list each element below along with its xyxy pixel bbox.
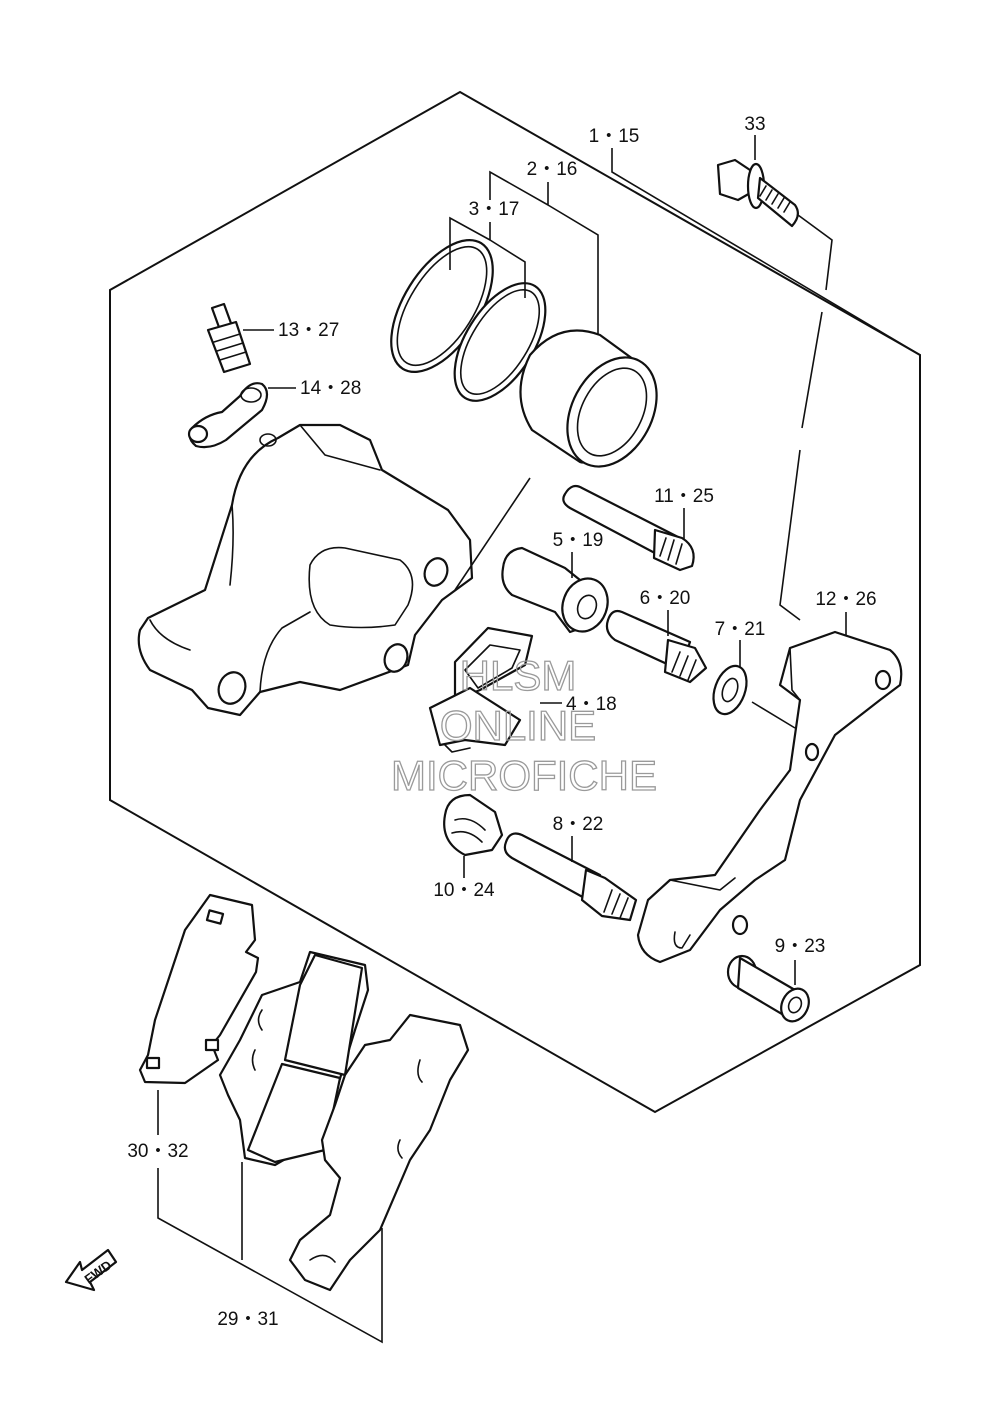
label-10-24: 10・24 — [433, 880, 495, 901]
slide-pin-lower[interactable] — [605, 609, 708, 684]
label-12-26: 12・26 — [815, 589, 876, 610]
label-11-25: 11・25 — [654, 486, 714, 507]
pad-shim[interactable] — [138, 893, 260, 1085]
bolt-33[interactable] — [716, 158, 799, 228]
label-14-28: 14・28 — [300, 378, 361, 399]
caliper-bracket[interactable] — [636, 630, 903, 964]
watermark: HLSM ONLINE MICROFICHE — [390, 651, 657, 799]
label-30-32: 30・32 — [127, 1141, 188, 1162]
piston[interactable] — [519, 329, 674, 482]
bleeder-cap[interactable] — [187, 382, 269, 449]
leader-lines — [157, 135, 921, 1344]
watermark-line-3: MICROFICHE — [391, 752, 657, 799]
fwd-arrow-icon: FWD — [64, 1248, 118, 1292]
part-labels: 1・15 2・16 3・17 33 13・27 14・28 11・25 5・19… — [127, 114, 876, 1330]
watermark-line-1: HLSM — [460, 652, 577, 699]
caliper-body[interactable] — [137, 423, 474, 717]
bracket-sleeve[interactable] — [726, 954, 814, 1026]
pad-spring[interactable] — [428, 626, 534, 753]
label-1-15: 1・15 — [589, 126, 640, 147]
washer[interactable] — [707, 661, 752, 718]
label-8-22: 8・22 — [553, 814, 604, 835]
label-5-19: 5・19 — [553, 530, 604, 551]
watermark-line-2: ONLINE — [440, 702, 596, 749]
label-13-27: 13・27 — [278, 320, 339, 341]
pad-backing-plate[interactable] — [288, 1013, 470, 1292]
pin-boot[interactable] — [501, 546, 615, 638]
brake-pad[interactable] — [218, 950, 370, 1167]
label-4-18: 4・18 — [566, 694, 617, 715]
label-6-20: 6・20 — [640, 588, 691, 609]
guide-pin[interactable] — [503, 832, 638, 922]
bleeder-valve[interactable] — [206, 302, 252, 374]
label-29-31: 29・31 — [217, 1309, 278, 1330]
label-33: 33 — [744, 114, 765, 135]
label-2-16: 2・16 — [527, 159, 578, 180]
label-7-21: 7・21 — [715, 619, 766, 640]
dust-boot[interactable] — [443, 793, 504, 857]
label-9-23: 9・23 — [775, 936, 826, 957]
label-3-17: 3・17 — [469, 199, 520, 220]
